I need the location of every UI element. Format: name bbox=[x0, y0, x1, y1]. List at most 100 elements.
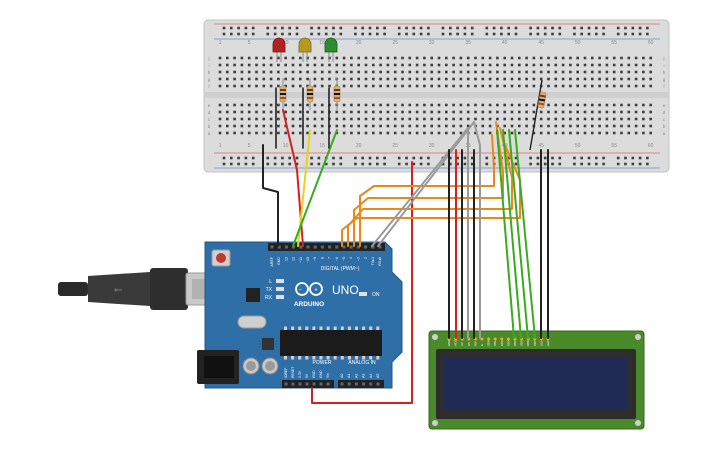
breadboard-hole[interactable] bbox=[492, 32, 496, 36]
breadboard-hole[interactable] bbox=[518, 110, 521, 114]
breadboard-hole[interactable] bbox=[529, 156, 532, 160]
breadboard-hole[interactable] bbox=[226, 70, 229, 74]
breadboard-hole[interactable] bbox=[291, 117, 295, 121]
breadboard-hole[interactable] bbox=[291, 63, 295, 67]
breadboard-hole[interactable] bbox=[244, 26, 248, 30]
breadboard-hole[interactable] bbox=[415, 117, 419, 121]
breadboard-hole[interactable] bbox=[510, 110, 514, 114]
breadboard-hole[interactable] bbox=[423, 103, 426, 107]
breadboard-hole[interactable] bbox=[237, 26, 240, 30]
breadboard-hole[interactable] bbox=[357, 63, 360, 67]
breadboard-hole[interactable] bbox=[379, 110, 382, 114]
breadboard-hole[interactable] bbox=[262, 56, 266, 60]
breadboard-hole[interactable] bbox=[536, 32, 540, 36]
breadboard-hole[interactable] bbox=[543, 26, 547, 30]
breadboard-hole[interactable] bbox=[427, 26, 430, 30]
breadboard-hole[interactable] bbox=[518, 63, 521, 67]
breadboard-hole[interactable] bbox=[466, 63, 470, 67]
breadboard-hole[interactable] bbox=[251, 156, 255, 160]
breadboard-hole[interactable] bbox=[277, 103, 280, 107]
breadboard-hole[interactable] bbox=[638, 162, 642, 166]
breadboard-hole[interactable] bbox=[288, 26, 291, 30]
breadboard-hole[interactable] bbox=[646, 156, 649, 160]
breadboard-hole[interactable] bbox=[634, 131, 638, 135]
breadboard-hole[interactable] bbox=[423, 110, 426, 114]
breadboard-hole[interactable] bbox=[503, 56, 506, 60]
breadboard-hole[interactable] bbox=[368, 32, 372, 36]
breadboard-hole[interactable] bbox=[281, 162, 284, 166]
breadboard-hole[interactable] bbox=[376, 156, 379, 160]
breadboard-hole[interactable] bbox=[222, 26, 226, 30]
breadboard-hole[interactable] bbox=[591, 124, 594, 128]
breadboard-hole[interactable] bbox=[364, 110, 368, 114]
breadboard-hole[interactable] bbox=[459, 117, 463, 121]
breadboard-hole[interactable] bbox=[335, 56, 339, 60]
breadboard-hole[interactable] bbox=[240, 84, 244, 88]
breadboard-hole[interactable] bbox=[284, 63, 287, 67]
breadboard-hole[interactable] bbox=[240, 56, 244, 60]
breadboard-hole[interactable] bbox=[634, 110, 638, 114]
breadboard-hole[interactable] bbox=[393, 103, 397, 107]
breadboard-hole[interactable] bbox=[412, 32, 416, 36]
breadboard-hole[interactable] bbox=[642, 124, 645, 128]
breadboard-hole[interactable] bbox=[481, 124, 485, 128]
breadboard-hole[interactable] bbox=[503, 103, 506, 107]
breadboard-hole[interactable] bbox=[510, 117, 514, 121]
breadboard-hole[interactable] bbox=[313, 124, 317, 128]
breadboard-hole[interactable] bbox=[255, 84, 258, 88]
breadboard-hole[interactable] bbox=[401, 110, 404, 114]
breadboard-hole[interactable] bbox=[383, 156, 386, 160]
breadboard-hole[interactable] bbox=[295, 156, 299, 160]
breadboard-hole[interactable] bbox=[328, 63, 331, 67]
breadboard-hole[interactable] bbox=[376, 32, 379, 36]
breadboard-hole[interactable] bbox=[485, 162, 489, 166]
breadboard-hole[interactable] bbox=[299, 103, 302, 107]
breadboard-hole[interactable] bbox=[503, 63, 506, 67]
breadboard-hole[interactable] bbox=[233, 56, 236, 60]
breadboard-hole[interactable] bbox=[518, 84, 521, 88]
breadboard-hole[interactable] bbox=[591, 84, 594, 88]
breadboard-hole[interactable] bbox=[299, 56, 302, 60]
breadboard-hole[interactable] bbox=[510, 56, 514, 60]
breadboard-hole[interactable] bbox=[423, 117, 426, 121]
breadboard-hole[interactable] bbox=[474, 84, 477, 88]
breadboard-hole[interactable] bbox=[320, 131, 324, 135]
breadboard-hole[interactable] bbox=[386, 124, 390, 128]
breadboard-hole[interactable] bbox=[255, 131, 258, 135]
breadboard-hole[interactable] bbox=[364, 103, 368, 107]
breadboard-hole[interactable] bbox=[262, 77, 266, 81]
breadboard-hole[interactable] bbox=[591, 110, 594, 114]
breadboard-hole[interactable] bbox=[430, 77, 433, 81]
breadboard-hole[interactable] bbox=[313, 103, 317, 107]
breadboard-hole[interactable] bbox=[525, 117, 528, 121]
breadboard-hole[interactable] bbox=[364, 63, 368, 67]
breadboard-hole[interactable] bbox=[328, 84, 331, 88]
breadboard-hole[interactable] bbox=[576, 70, 579, 74]
breadboard-hole[interactable] bbox=[612, 103, 616, 107]
breadboard-hole[interactable] bbox=[543, 32, 547, 36]
digital-pin[interactable] bbox=[342, 245, 346, 249]
breadboard-hole[interactable] bbox=[642, 131, 645, 135]
breadboard-hole[interactable] bbox=[525, 110, 528, 114]
breadboard-hole[interactable] bbox=[518, 56, 521, 60]
breadboard-hole[interactable] bbox=[335, 70, 339, 74]
breadboard-hole[interactable] bbox=[496, 56, 499, 60]
breadboard-hole[interactable] bbox=[277, 77, 280, 81]
breadboard-hole[interactable] bbox=[591, 103, 594, 107]
breadboard-hole[interactable] bbox=[295, 26, 299, 30]
breadboard-hole[interactable] bbox=[335, 117, 339, 121]
breadboard-hole[interactable] bbox=[379, 56, 382, 60]
breadboard-hole[interactable] bbox=[554, 84, 558, 88]
breadboard-hole[interactable] bbox=[488, 117, 492, 121]
breadboard-hole[interactable] bbox=[218, 131, 222, 135]
breadboard-hole[interactable] bbox=[393, 117, 397, 121]
breadboard-hole[interactable] bbox=[306, 84, 309, 88]
breadboard-hole[interactable] bbox=[364, 56, 368, 60]
breadboard-hole[interactable] bbox=[569, 103, 572, 107]
breadboard-hole[interactable] bbox=[262, 110, 266, 114]
breadboard-hole[interactable] bbox=[277, 70, 280, 74]
breadboard-hole[interactable] bbox=[240, 131, 244, 135]
breadboard-hole[interactable] bbox=[591, 70, 594, 74]
breadboard-hole[interactable] bbox=[379, 70, 382, 74]
breadboard-hole[interactable] bbox=[642, 110, 645, 114]
